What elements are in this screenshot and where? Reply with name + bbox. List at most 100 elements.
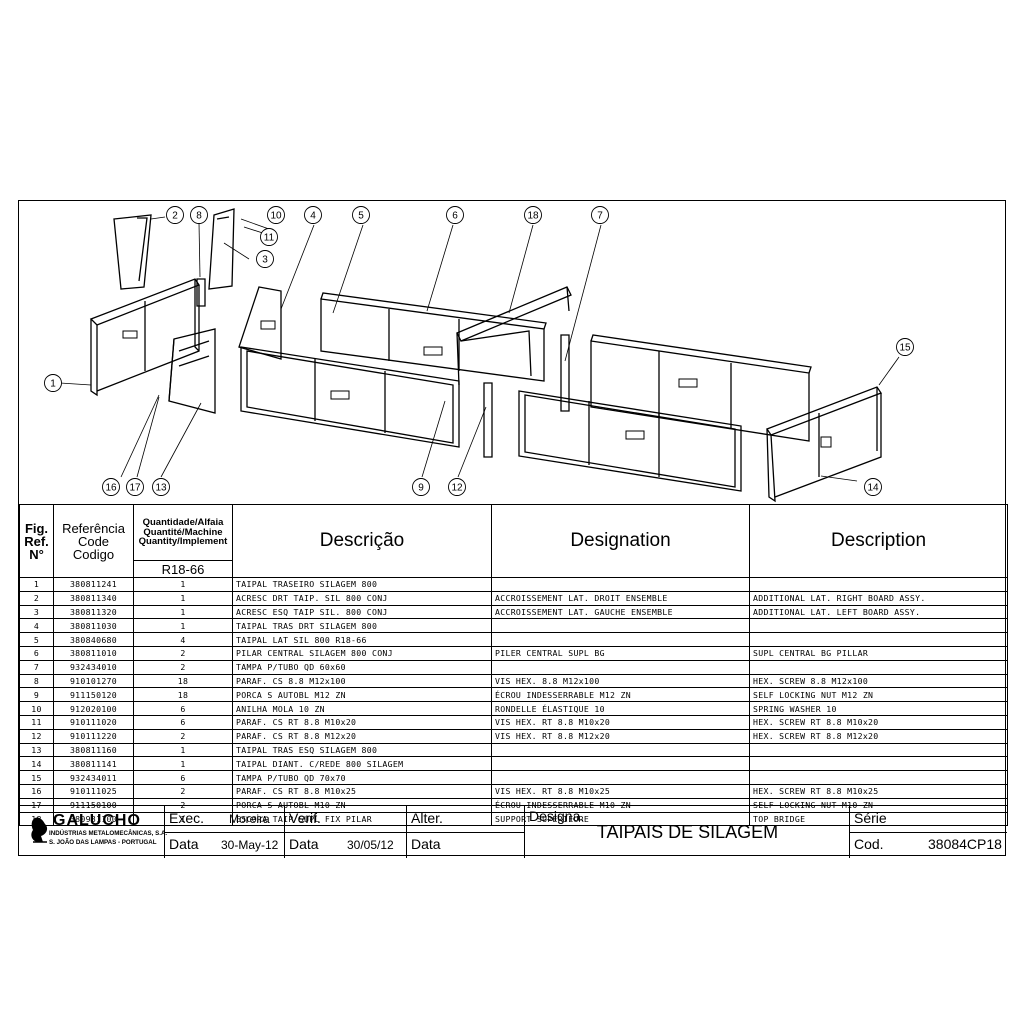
balloon-label: 3 — [262, 255, 268, 266]
balloon-circle — [896, 338, 914, 356]
company-logo: GALUCHO INDÚSTRIAS METALOMECÂNICAS, S.A.… — [27, 812, 167, 854]
cell-designation: ACCROISSEMENT LAT. GAUCHE ENSEMBLE — [491, 604, 750, 620]
cell-code: 932434011 — [53, 770, 134, 785]
balloon-circle — [524, 206, 542, 224]
cell-fig: 4 — [19, 618, 54, 634]
cell-qty: 6 — [133, 770, 233, 785]
balloon-label: 15 — [899, 343, 911, 354]
cell-description — [749, 618, 1008, 634]
exec-date: 30-May-12 — [221, 838, 279, 852]
cell-descricao: TAIPAL TRASEIRO SILAGEM 800 — [232, 577, 492, 592]
balloon-circle — [126, 478, 144, 496]
cell-designation — [491, 618, 750, 634]
cell-description — [749, 742, 1008, 758]
cell-designation: ÉCROU INDESSERRABLE M12 ZN — [491, 687, 750, 703]
cell-designation — [491, 756, 750, 772]
cell-description: ADDITIONAL LAT. RIGHT BOARD ASSY. — [749, 590, 1008, 606]
cell-qty: 6 — [133, 714, 233, 730]
cell-designation — [491, 742, 750, 758]
cell-description: HEX. SCREW RT 8.8 M12x20 — [749, 728, 1008, 744]
cell-designation: ACCROISSEMENT LAT. DROIT ENSEMBLE — [491, 590, 750, 606]
verif-label: Verif. — [289, 810, 321, 826]
cell-description: ADDITIONAL LAT. LEFT BOARD ASSY. — [749, 604, 1008, 620]
alter-label: Alter. — [411, 810, 443, 826]
cell-description: SELF LOCKING NUT M12 ZN — [749, 687, 1008, 703]
balloon-circle — [152, 478, 170, 496]
cell-descricao: ACRESC ESQ TAIP SIL. 800 CONJ — [232, 604, 492, 620]
cell-code: 380811160 — [53, 742, 134, 758]
balloon-circle — [166, 206, 184, 224]
balloon-label: 7 — [597, 211, 603, 222]
balloon-label: 6 — [452, 211, 458, 222]
cell-designation: VIS HEX. RT 8.8 M10x25 — [491, 783, 750, 799]
cell-description — [749, 770, 1008, 785]
cell-fig: 3 — [19, 604, 54, 620]
cell-designation: VIS HEX. RT 8.8 M12x20 — [491, 728, 750, 744]
balloon-label: 9 — [418, 483, 424, 494]
cell-descricao: PORCA S AUTOBL M12 ZN — [232, 687, 492, 703]
rooster-icon — [31, 817, 48, 843]
balloon-label: 11 — [264, 233, 275, 244]
cell-qty: 1 — [133, 604, 233, 620]
designa-label: Designa. — [529, 808, 585, 824]
cell-code: 380811030 — [53, 618, 134, 634]
cell-code: 380811141 — [53, 756, 134, 772]
verif-date: 30/05/12 — [347, 838, 394, 852]
balloon-label: 13 — [155, 483, 167, 494]
cell-descricao: TAIPAL TRAS DRT SILAGEM 800 — [232, 618, 492, 634]
cell-code: 910111220 — [53, 728, 134, 744]
balloon-label: 10 — [270, 211, 282, 222]
balloon-label: 16 — [105, 483, 117, 494]
cell-qty: 1 — [133, 811, 233, 827]
balloon-label: 14 — [867, 483, 879, 494]
balloon-label: 2 — [172, 211, 178, 222]
cod-label: Cod. — [854, 836, 884, 852]
cell-fig: 8 — [19, 673, 54, 689]
header-designation: Designation — [491, 504, 750, 578]
cell-description — [749, 632, 1008, 647]
cell-descricao: TAMPA P/TUBO QD 60x60 — [232, 659, 492, 675]
cell-qty: 1 — [133, 590, 233, 606]
cell-designation: VIS HEX. 8.8 M12x100 — [491, 673, 750, 689]
cell-fig: 2 — [19, 590, 54, 606]
cell-fig: 15 — [19, 770, 54, 785]
cell-code: 380811320 — [53, 604, 134, 620]
exec-date-label: Data — [169, 836, 199, 852]
cell-code: 912020100 — [53, 701, 134, 716]
cell-code: 910101270 — [53, 673, 134, 689]
cell-code: 380811010 — [53, 645, 134, 661]
cell-descricao: PARAF. CS RT 8.8 M10x25 — [232, 783, 492, 799]
cell-designation — [491, 632, 750, 647]
cell-fig: 1 — [19, 577, 54, 592]
company-line2: S. JOÃO DAS LAMPAS - PORTUGAL — [49, 839, 157, 846]
cell-qty: 4 — [133, 632, 233, 647]
cell-fig: 12 — [19, 728, 54, 744]
header-fig: Fig. Ref. N° — [19, 504, 54, 578]
balloon-circle — [446, 206, 464, 224]
cell-designation — [491, 577, 750, 592]
title-block-divider — [849, 832, 1007, 833]
table-row: 183809311001ESCORA TAIP SUPL FIX PILARSU… — [19, 811, 1008, 827]
drawing-title: TAIPAIS DE SILAGEM — [596, 822, 779, 842]
balloon-circle — [591, 206, 609, 224]
cell-fig: 11 — [19, 714, 54, 730]
balloon-circle — [304, 206, 322, 224]
cell-descricao: TAIPAL TRAS ESQ SILAGEM 800 — [232, 742, 492, 758]
header-descricao: Descrição — [232, 504, 492, 578]
cell-description — [749, 756, 1008, 772]
cell-descricao: PILAR CENTRAL SILAGEM 800 CONJ — [232, 645, 492, 661]
cell-descricao: TAIPAL DIANT. C/REDE 800 SILAGEM — [232, 756, 492, 772]
cell-code: 910111025 — [53, 783, 134, 799]
cell-qty: 6 — [133, 701, 233, 716]
cell-descricao: TAIPAL LAT SIL 800 R18-66 — [232, 632, 492, 647]
